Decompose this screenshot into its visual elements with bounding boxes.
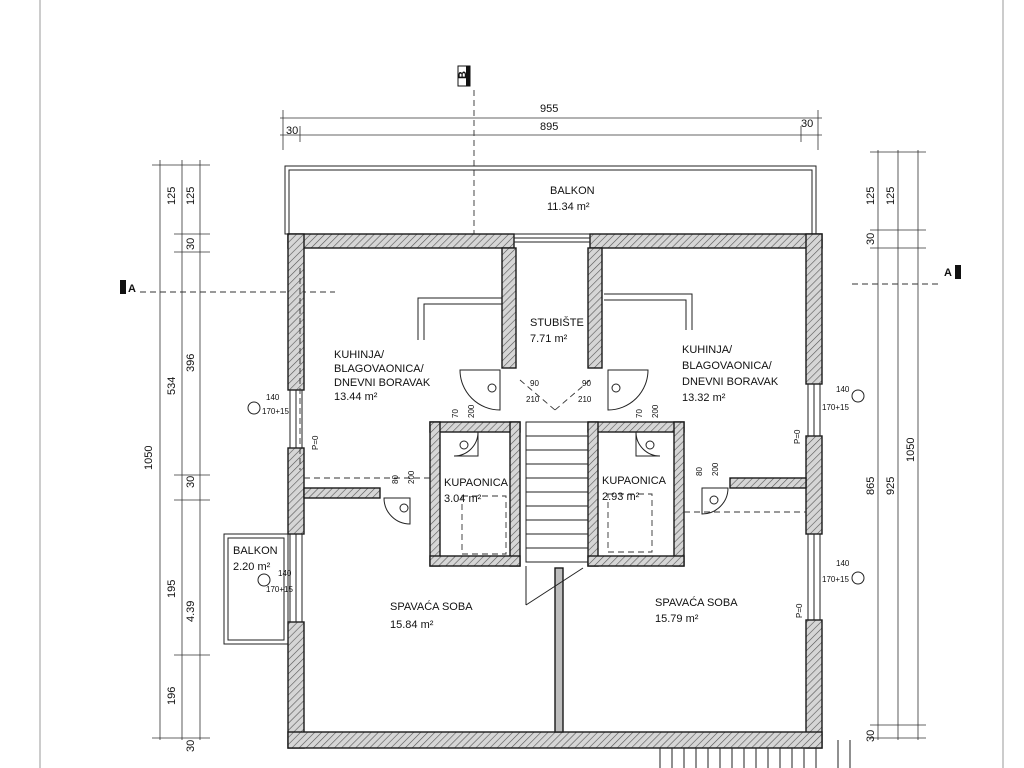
window-right-top-h: 170+15 [822, 403, 849, 412]
guide-lines [299, 268, 806, 513]
window-left-top-h: 170+15 [262, 407, 289, 416]
balkon-small-area: 2.20 m² [233, 561, 271, 573]
window-left-bottom-h: 170+15 [266, 585, 293, 594]
dim-l-30c: 30 [185, 740, 197, 752]
bottom-stair-lines [659, 740, 851, 768]
door-stair-right-w: 90 [582, 379, 591, 388]
door-bed-right-h: 200 [711, 462, 720, 476]
spavaca-right-name: SPAVAĆA SOBA [655, 596, 738, 609]
window-tags: 140 170+15 140 170+15 140 170+15 140 170… [247, 385, 865, 594]
window-right-top-w: 140 [836, 385, 850, 394]
kupaonica-right-name: KUPAONICA [602, 475, 667, 487]
doors [383, 369, 729, 525]
kupaonica-left-name: KUPAONICA [444, 477, 509, 489]
dim-l-125b: 125 [185, 187, 197, 205]
balkon-top-name: BALKON [550, 185, 595, 197]
kuhinja-left-line1: KUHINJA/ [334, 349, 385, 361]
balkon-top-area: 11.34 m² [547, 201, 590, 213]
parapet-left-top: P=0 [311, 435, 320, 450]
spavaca-left-area: 15.84 m² [390, 619, 434, 631]
kupaonica-right-area: 2.93 m² [602, 491, 640, 503]
balcony-top: BALKON 11.34 m² [284, 165, 817, 235]
dim-l-30a: 30 [185, 238, 197, 250]
door-bath-right-w: 70 [635, 409, 644, 418]
parapet-right-top: P=0 [793, 429, 802, 444]
door-stair-right-h: 210 [578, 395, 592, 404]
dim-r-30b: 30 [865, 730, 877, 742]
dim-r-30a: 30 [865, 233, 877, 245]
dim-955: 955 [540, 103, 558, 115]
kuhinja-right-line2: BLAGOVAONICA/ [682, 360, 773, 372]
kuhinja-left-line3: DNEVNI BORAVAK [334, 377, 431, 389]
door-bed-left-w: 80 [391, 475, 400, 484]
stair-window-glazing [513, 233, 591, 243]
window-right-bottom-h: 170+15 [822, 575, 849, 584]
section-marker-b: B [457, 65, 475, 235]
dim-l-196: 196 [166, 687, 178, 705]
window-left-bottom-w: 140 [278, 569, 292, 578]
kuhinja-left-line2: BLAGOVAONICA/ [334, 363, 425, 375]
dim-l-195: 195 [166, 580, 178, 598]
svg-text:A: A [944, 267, 952, 279]
dim-895: 895 [540, 121, 558, 133]
section-marker-a-right: A [852, 265, 961, 285]
door-stair-left-w: 90 [530, 379, 539, 388]
door-bed-right-w: 80 [695, 467, 704, 476]
parapet-labels: P=0 P=0 P=0 [311, 429, 804, 618]
kuhinja-right-line3: DNEVNI BORAVAK [682, 376, 779, 388]
balcony-small: BALKON 2.20 m² [223, 533, 289, 645]
parapet-right-bottom: P=0 [795, 603, 804, 618]
dim-30-left: 30 [286, 125, 298, 137]
door-stair-left-h: 210 [526, 395, 540, 404]
door-bath-left-w: 70 [451, 409, 460, 418]
side-windows [289, 383, 821, 623]
dim-r-125b: 125 [885, 187, 897, 205]
door-bed-left-h: 200 [407, 470, 416, 484]
dim-l-439: 4.39 [185, 601, 197, 622]
dim-r-125a: 125 [865, 187, 877, 205]
dim-r-865: 865 [865, 477, 877, 495]
kuhinja-right-line1: KUHINJA/ [682, 344, 733, 356]
room-labels: STUBIŠTE 7.71 m² KUHINJA/ BLAGOVAONICA/ … [334, 316, 779, 631]
stubiste-name: STUBIŠTE [530, 316, 584, 329]
right-dimensions: 125 125 30 865 925 1050 30 [865, 150, 926, 742]
door-tags: 90 210 90 210 70 200 70 200 80 200 80 20… [391, 379, 720, 484]
window-right-bottom-w: 140 [836, 559, 850, 568]
door-bath-right-h: 200 [651, 404, 660, 418]
staircase [519, 379, 591, 606]
inner-walls [303, 247, 807, 733]
window-left-top-w: 140 [266, 393, 280, 402]
top-dimensions: 955 895 30 30 [280, 103, 822, 150]
kitchen-counters [417, 293, 693, 340]
balkon-small-name: BALKON [233, 545, 278, 557]
dim-l-396: 396 [185, 354, 197, 372]
dim-r-1050: 1050 [905, 438, 917, 462]
kuhinja-right-area: 13.32 m² [682, 392, 726, 404]
dim-l-125a: 125 [166, 187, 178, 205]
svg-text:B: B [457, 71, 469, 79]
left-dimensions: 125 125 30 396 534 1050 30 195 4.39 196 … [143, 160, 210, 752]
door-bath-left-h: 200 [467, 404, 476, 418]
dim-l-1050: 1050 [143, 446, 155, 470]
kupaonica-left-area: 3.04 m² [444, 493, 482, 505]
svg-text:A: A [128, 283, 136, 295]
kuhinja-left-area: 13.44 m² [334, 391, 378, 403]
dim-l-534: 534 [166, 377, 178, 395]
dim-30-right: 30 [801, 118, 813, 130]
dim-l-30b: 30 [185, 476, 197, 488]
stubiste-area: 7.71 m² [530, 333, 568, 345]
spavaca-left-name: SPAVAĆA SOBA [390, 600, 473, 613]
bathroom-fixtures [461, 493, 653, 555]
dim-r-925: 925 [885, 477, 897, 495]
spavaca-right-area: 15.79 m² [655, 613, 699, 625]
